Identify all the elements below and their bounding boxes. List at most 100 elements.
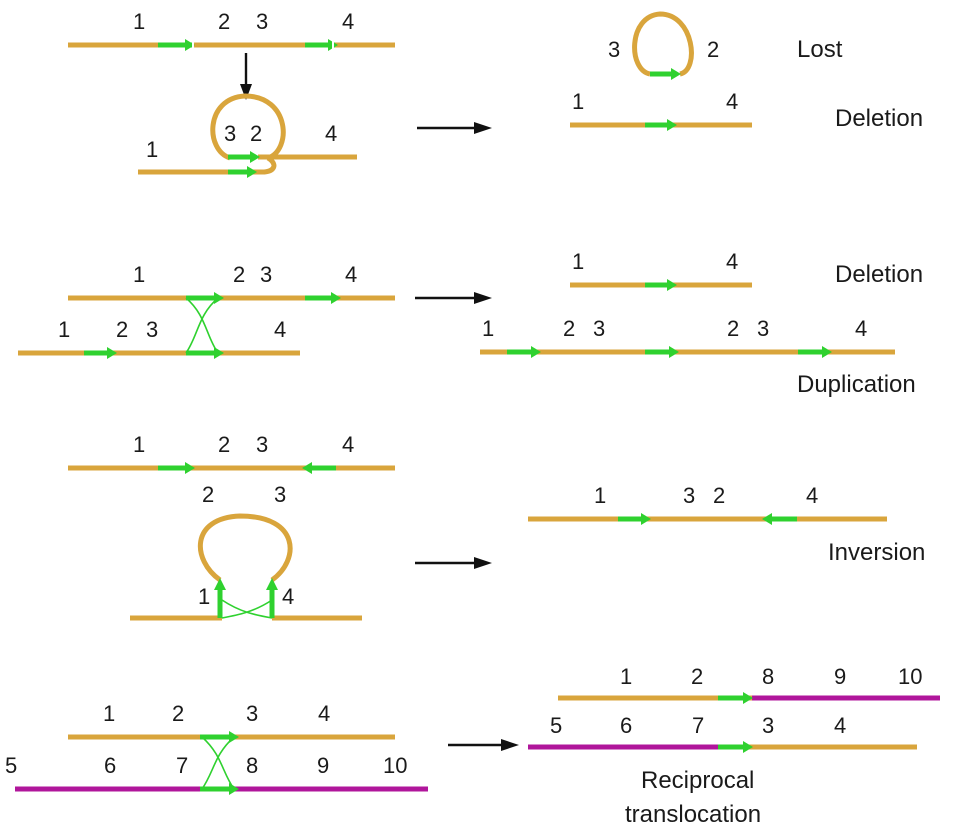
chromosome-crossover [261, 155, 277, 175]
locus-label: 1 [572, 249, 584, 274]
lost-circle [632, 11, 694, 77]
repeat-arrowhead [531, 346, 541, 358]
locus-label: 2 [713, 483, 725, 508]
label-deletion: Deletion [835, 261, 923, 288]
locus-label: 1 [133, 262, 145, 287]
locus-label: 3 [256, 9, 268, 34]
repeat-arrowhead [822, 346, 832, 358]
locus-label: 4 [806, 483, 818, 508]
locus-label: 6 [620, 713, 632, 738]
locus-label: 9 [317, 753, 329, 778]
repeat-arrowhead [671, 68, 681, 80]
label-lost: Lost [797, 36, 843, 63]
crossover-strand [201, 736, 235, 790]
locus-label: 3 [260, 262, 272, 287]
locus-label: 2 [218, 9, 230, 34]
locus-label: 3 [246, 701, 258, 726]
locus-label: 10 [898, 664, 922, 689]
crossover-strand [221, 599, 273, 619]
row-deletion-loop: 1 2 3 4 1 3 2 4 3 2 Lost 1 4 [68, 9, 923, 178]
repeat-arrowhead [214, 292, 224, 304]
row-translocation: 1 2 3 4 5 6 7 8 9 10 1 2 8 9 10 5 6 7 [5, 664, 940, 828]
locus-label: 2 [172, 701, 184, 726]
locus-label: 1 [594, 483, 606, 508]
repeat-arrowhead [107, 347, 117, 359]
label-translocation: translocation [625, 801, 761, 828]
locus-label: 4 [855, 316, 867, 341]
repeat-arrowhead [331, 292, 341, 304]
label-deletion: Deletion [835, 105, 923, 132]
repeat-arrowhead [762, 513, 772, 525]
locus-label: 2 [707, 37, 719, 62]
repeat-arrowhead [214, 578, 226, 590]
repeat-arrowhead [743, 741, 753, 753]
row-inversion: 1 2 3 4 2 3 1 4 1 3 2 4 Inversion [68, 432, 925, 621]
label-reciprocal: Reciprocal [641, 767, 754, 794]
process-arrowhead [474, 557, 492, 569]
locus-label: 6 [104, 753, 116, 778]
locus-label: 4 [325, 121, 337, 146]
locus-label: 3 [274, 482, 286, 507]
label-duplication: Duplication [797, 371, 916, 398]
step-arrowhead [240, 84, 252, 100]
locus-label: 3 [224, 121, 236, 146]
repeat-arrowhead [302, 462, 312, 474]
locus-label: 3 [256, 432, 268, 457]
locus-label: 1 [146, 137, 158, 162]
locus-label: 1 [103, 701, 115, 726]
repeat-arrowhead [250, 151, 260, 163]
repeat-arrowhead [743, 692, 753, 704]
locus-label: 7 [176, 753, 188, 778]
chromosome-loop [210, 93, 286, 161]
locus-label: 3 [608, 37, 620, 62]
locus-label: 1 [133, 9, 145, 34]
crossover-strand [221, 599, 273, 619]
locus-label: 2 [691, 664, 703, 689]
locus-label: 4 [342, 9, 354, 34]
locus-label: 3 [593, 316, 605, 341]
locus-label: 1 [482, 316, 494, 341]
locus-label: 1 [572, 89, 584, 114]
locus-label: 2 [218, 432, 230, 457]
locus-label: 4 [274, 317, 286, 342]
locus-label: 2 [116, 317, 128, 342]
repeat-arrowhead [185, 39, 195, 51]
locus-label: 1 [133, 432, 145, 457]
locus-label: 4 [345, 262, 357, 287]
locus-label: 4 [726, 249, 738, 274]
locus-label: 9 [834, 664, 846, 689]
locus-label: 2 [727, 316, 739, 341]
crossover-strand [185, 297, 219, 354]
chromosome-loop [197, 513, 293, 583]
process-arrowhead [474, 292, 492, 304]
locus-label: 3 [757, 316, 769, 341]
locus-label: 4 [318, 701, 330, 726]
repeat-arrowhead [266, 578, 278, 590]
locus-label: 5 [550, 713, 562, 738]
locus-label: 7 [692, 713, 704, 738]
locus-label: 1 [58, 317, 70, 342]
locus-label: 8 [246, 753, 258, 778]
repeat-arrowhead [667, 119, 677, 131]
locus-label: 5 [5, 753, 17, 778]
locus-label: 4 [834, 713, 846, 738]
locus-label: 4 [282, 584, 294, 609]
locus-label: 10 [383, 753, 407, 778]
repeat-arrowhead [669, 346, 679, 358]
locus-label: 4 [342, 432, 354, 457]
process-arrowhead [474, 122, 492, 134]
crossover-strand [201, 736, 235, 790]
repeat-arrowhead [641, 513, 651, 525]
locus-label: 3 [762, 713, 774, 738]
crossover-strand [185, 297, 219, 354]
label-inversion: Inversion [828, 539, 925, 566]
locus-label: 2 [563, 316, 575, 341]
locus-label: 2 [250, 121, 262, 146]
locus-label: 1 [198, 584, 210, 609]
locus-label: 1 [620, 664, 632, 689]
row-unequal-crossover: 1 2 3 4 1 2 3 4 1 4 Deletion 1 2 3 [18, 249, 923, 398]
process-arrowhead [501, 739, 519, 751]
repeat-arrowhead [247, 166, 257, 178]
repeat-arrowhead [185, 462, 195, 474]
